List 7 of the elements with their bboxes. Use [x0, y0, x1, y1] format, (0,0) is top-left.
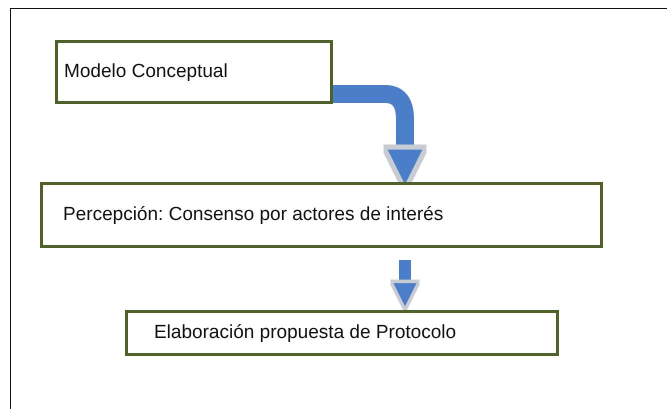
box-label: Modelo Conceptual: [64, 61, 228, 83]
box-label: Elaboración propuesta de Protocolo: [154, 322, 456, 344]
process-box: [40, 182, 603, 248]
arrow: [388, 260, 422, 312]
process-box: [125, 310, 559, 356]
process-box: [55, 40, 333, 104]
box-label: Percepción: Consenso por actores de interés: [63, 204, 444, 226]
